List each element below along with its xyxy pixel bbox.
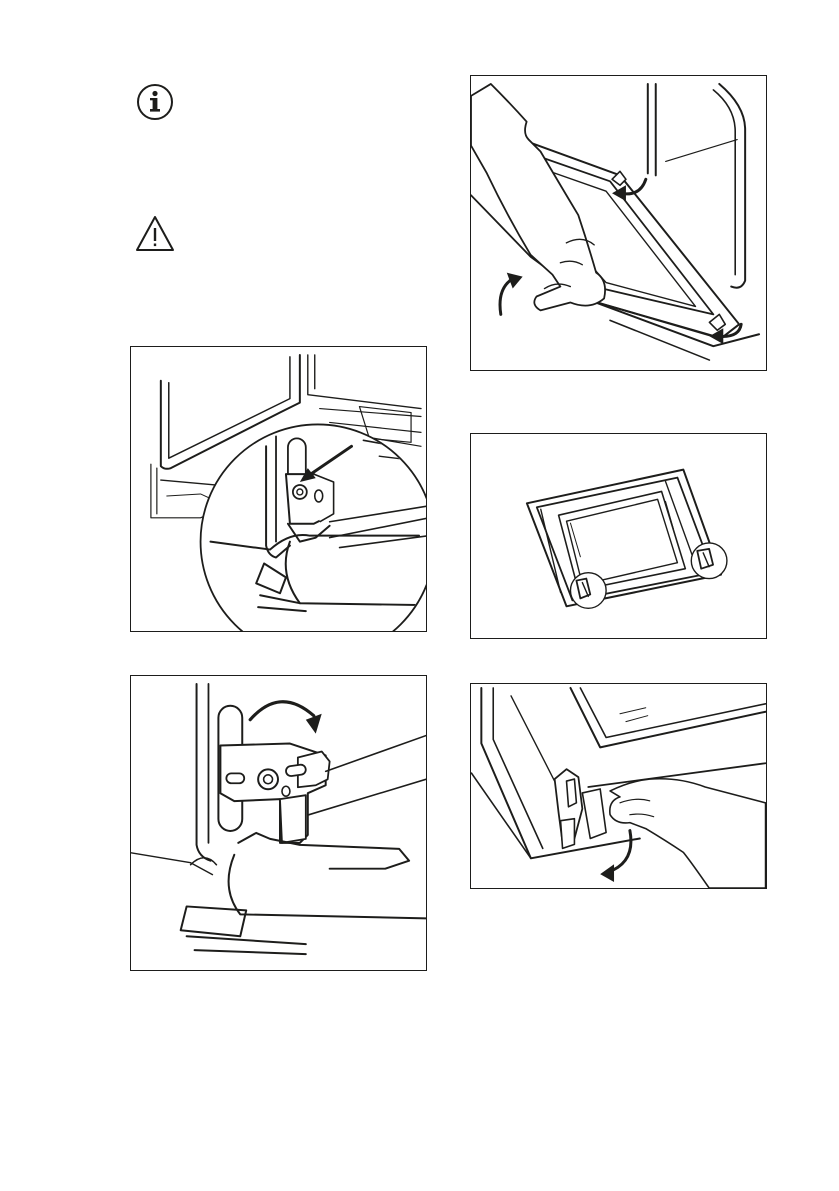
figure-door-trim-release <box>470 683 767 889</box>
figure-door-hinge-clamp <box>130 346 427 632</box>
door-lift-illustration <box>471 76 766 370</box>
figure-hinge-lever-rotate <box>130 675 427 971</box>
warning-icon <box>134 214 176 254</box>
figure-door-lift-out <box>470 75 767 371</box>
hinge-lever-illustration <box>131 676 426 970</box>
hinge-clamp-illustration <box>131 347 426 631</box>
door-flat-illustration <box>471 434 766 638</box>
info-icon <box>135 82 175 122</box>
door-trim-illustration <box>471 684 766 888</box>
warning-note <box>130 212 430 256</box>
figure-door-on-flat-surface <box>470 433 767 639</box>
info-note <box>130 82 430 126</box>
